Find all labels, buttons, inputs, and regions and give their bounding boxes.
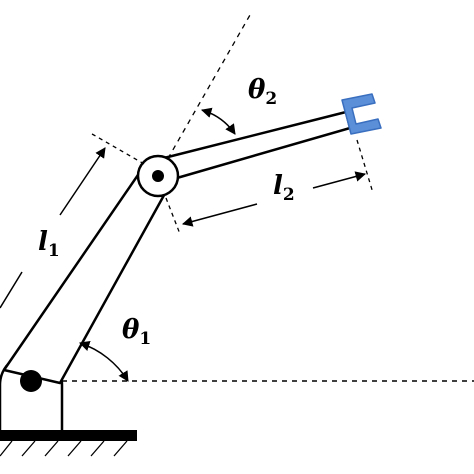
l2-extension-line-left <box>165 197 181 235</box>
l2-dimension-arrow-left <box>181 203 258 227</box>
gripper <box>341 93 382 135</box>
l1-dimension-arrow <box>59 147 106 216</box>
l1-label: l1 <box>38 227 60 261</box>
ground-hatch <box>0 440 128 457</box>
base-joint-pin <box>20 370 42 392</box>
elbow-joint-pin <box>152 170 164 182</box>
ground-bar <box>0 430 137 441</box>
link2-body <box>162 110 352 182</box>
l1-extension-line-top <box>91 133 147 166</box>
theta2-label: θ2 <box>248 75 277 109</box>
l2-extension-line-right <box>356 139 374 194</box>
l2-label: l2 <box>273 171 295 205</box>
link1-extension-dashed-line <box>157 14 251 177</box>
link1-body <box>2 170 170 385</box>
theta1-label: θ1 <box>122 315 151 349</box>
l1-dimension-arrow-lower <box>0 271 23 309</box>
l2-dimension-arrow-right <box>312 171 367 189</box>
theta1-arc <box>79 341 129 382</box>
theta2-arc <box>200 107 236 135</box>
